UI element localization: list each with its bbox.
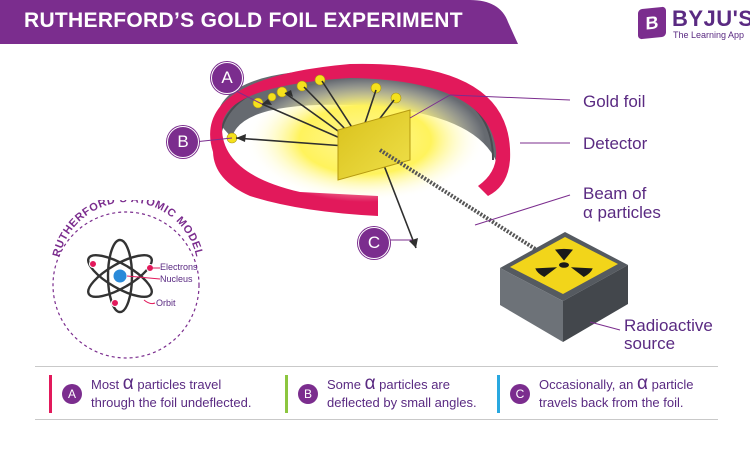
detector-label: Detector: [583, 134, 648, 153]
source-label-line2: source: [624, 334, 676, 353]
legend-a-alpha: α: [122, 373, 134, 394]
gold-foil-label: Gold foil: [583, 92, 646, 111]
atomic-model-title: RUTHERFORD’S ATOMIC MODEL: [51, 200, 206, 258]
byjus-logo[interactable]: B BYJU'S The Learning App: [638, 6, 750, 42]
legend-b-post: particles are: [375, 377, 450, 392]
legend-a-line2: through the foil undeflected.: [91, 395, 252, 410]
page-title: RUTHERFORD’S GOLD FOIL EXPERIMENT: [24, 9, 463, 32]
radioactive-source: [500, 232, 628, 342]
legend-marker-a: A: [62, 384, 82, 404]
legend-bar-c: [497, 375, 500, 413]
legend-bar-a: [49, 375, 52, 413]
title-banner-shape: [0, 0, 518, 44]
legend-b-alpha: α: [364, 373, 376, 394]
legend-marker-b: B: [298, 384, 318, 404]
legend-marker-c: C: [510, 384, 530, 404]
source-label-line1: Radioactive: [624, 316, 713, 335]
electrons-label: Electrons: [160, 262, 198, 272]
legend-a-pre: Most: [91, 377, 123, 392]
legend-item-b: B Some α particles are deflected by smal…: [285, 373, 495, 413]
legend-item-c: C Occasionally, an α particle travels ba…: [497, 373, 717, 413]
legend-c-alpha: α: [637, 373, 649, 394]
legend-footer: A Most α particles travel through the fo…: [35, 366, 718, 420]
beam-label-line1: Beam of: [583, 184, 647, 203]
logo-name: BYJU'S: [672, 6, 750, 31]
leader-lines: [193, 85, 621, 331]
title-banner: RUTHERFORD’S GOLD FOIL EXPERIMENT: [0, 0, 520, 44]
atomic-model: [52, 211, 200, 359]
legend-c-line2: travels back from the foil.: [539, 395, 684, 410]
legend-b-line2: deflected by small angles.: [327, 395, 477, 410]
legend-a-post: particles travel: [133, 377, 222, 392]
legend-item-a: A Most α particles travel through the fo…: [49, 373, 279, 413]
orbit-label: Orbit: [156, 298, 176, 308]
marker-a: A: [211, 62, 243, 94]
marker-b: B: [167, 126, 199, 158]
svg-text:RUTHERFORD’S ATOMIC MODEL: RUTHERFORD’S ATOMIC MODEL: [51, 200, 206, 258]
legend-bar-b: [285, 375, 288, 413]
legend-text-c: Occasionally, an α particle travels back…: [539, 373, 694, 412]
legend-c-post: particle: [648, 377, 694, 392]
legend-text-b: Some α particles are deflected by small …: [327, 373, 477, 412]
alpha-beam: [378, 148, 542, 254]
gold-foil: [337, 109, 411, 181]
beam-label-line2: α particles: [583, 203, 661, 222]
atomic-model-title-text: RUTHERFORD’S ATOMIC MODEL: [51, 200, 205, 258]
nucleus-label: Nucleus: [160, 274, 193, 284]
marker-c: C: [358, 227, 390, 259]
legend-b-pre: Some: [327, 377, 365, 392]
legend-c-pre: Occasionally, an: [539, 377, 638, 392]
logo-tagline: The Learning App: [673, 30, 745, 40]
legend-text-a: Most α particles travel through the foil…: [91, 373, 252, 412]
